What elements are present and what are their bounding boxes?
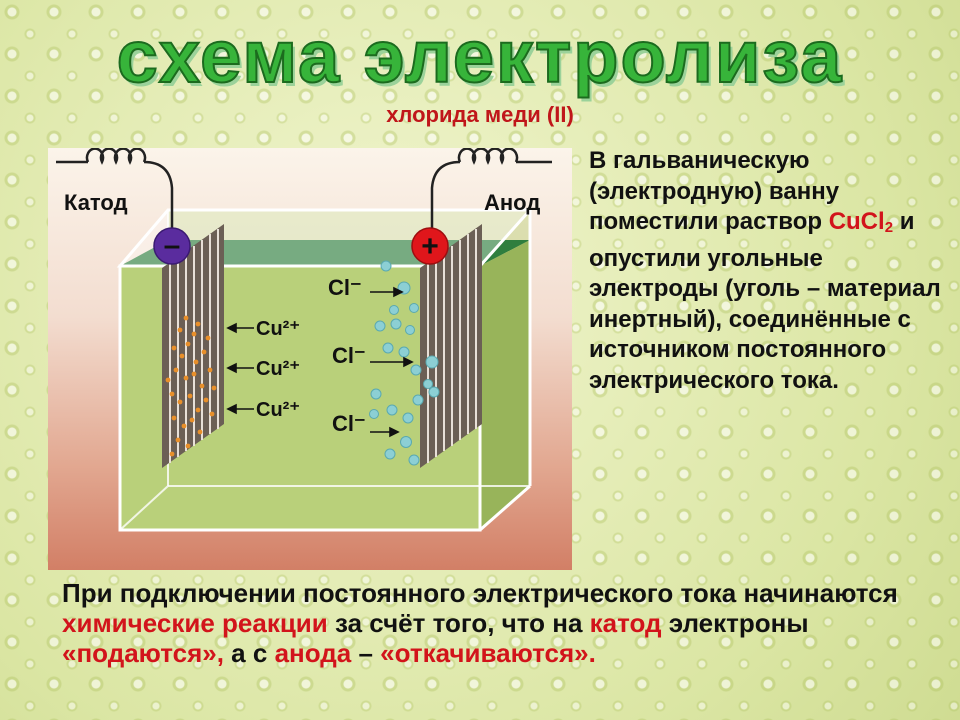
bottom-text-part: При подключении постоянного электрическо… — [62, 578, 898, 608]
anode-electrode — [420, 224, 482, 468]
electrolysis-svg: Катод Анод – + Cu²⁺ Cu²⁺ Cu²⁺ Cl⁻ Cl⁻ Cl… — [56, 148, 552, 532]
formula-subscript: 2 — [884, 219, 894, 236]
highlight-chemical-reactions: химические реакции — [62, 608, 328, 638]
electrolysis-diagram: Катод Анод – + Cu²⁺ Cu²⁺ Cu²⁺ Cl⁻ Cl⁻ Cl… — [48, 148, 572, 570]
copper-deposit — [165, 315, 217, 457]
formula-main: CuCl — [828, 208, 885, 235]
bottom-text-part: электроны — [668, 608, 809, 638]
bottom-text-part: а с — [231, 638, 268, 668]
highlight-cathode: катод — [589, 608, 662, 638]
anion-arrows — [370, 286, 414, 438]
highlight-pumped-out: «откачиваются». — [380, 638, 596, 668]
cation-label: Cu²⁺ — [256, 358, 300, 380]
side-text-part: и опустили угольные электроды (уголь – м… — [589, 208, 941, 394]
page-title: схема электролиза — [116, 14, 844, 99]
tank-edge-br — [479, 484, 531, 532]
anion-label: Cl⁻ — [332, 411, 366, 436]
side-text-part: В гальваническую (электродную) ванну пом… — [589, 147, 840, 235]
cathode-label: Катод — [64, 190, 128, 215]
wires — [56, 148, 552, 238]
cathode-electrode — [162, 224, 224, 468]
highlight-anode: анода — [274, 638, 352, 668]
bottom-text-part: – — [358, 638, 373, 668]
anode-label: Анод — [484, 190, 540, 215]
cation-label: Cu²⁺ — [256, 318, 300, 340]
chlorine-bubbles — [369, 260, 440, 466]
minus-sign: – — [164, 229, 181, 262]
tank-edge-bl — [119, 485, 169, 531]
cation-arrows — [226, 322, 254, 415]
plus-terminal-icon — [411, 227, 449, 265]
cation-label: Cu²⁺ — [256, 399, 300, 421]
anion-label: Cl⁻ — [328, 275, 362, 300]
solution-side — [480, 240, 530, 530]
page-subtitle: хлорида меди (II) — [386, 102, 574, 127]
minus-terminal-icon — [153, 227, 191, 265]
side-description: В гальваническую (электродную) ванну пом… — [589, 146, 949, 396]
bottom-text-part: за счёт того, что на — [335, 608, 583, 638]
plus-sign: + — [421, 230, 439, 263]
highlight-supplied: «подаются», — [62, 638, 224, 668]
anion-label: Cl⁻ — [332, 343, 366, 368]
bottom-description: При подключении постоянного электрическо… — [62, 578, 942, 668]
formula-cucl2: CuCl2 — [828, 208, 894, 236]
